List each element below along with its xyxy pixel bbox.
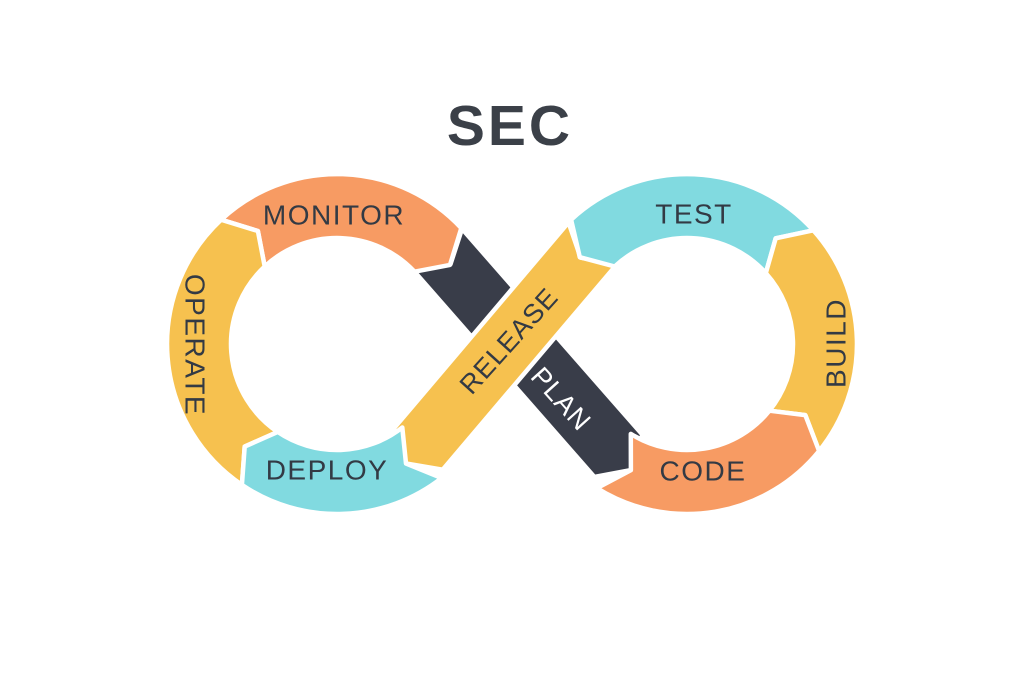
label-operate: OPERATE <box>180 274 211 416</box>
label-test: TEST <box>655 199 733 230</box>
segment-build-arc <box>763 228 860 454</box>
label-code: CODE <box>660 456 747 487</box>
label-build: BUILD <box>821 298 852 388</box>
label-deploy: DEPLOY <box>266 455 389 486</box>
segment-monitor-arc <box>218 171 464 274</box>
page-title: SEC <box>447 94 573 158</box>
segment-code-arc <box>594 408 822 517</box>
segment-deploy-arc <box>239 425 444 517</box>
segment-test-arc <box>568 171 816 276</box>
label-monitor: MONITOR <box>263 200 405 231</box>
segment-operate-arc <box>164 217 280 488</box>
